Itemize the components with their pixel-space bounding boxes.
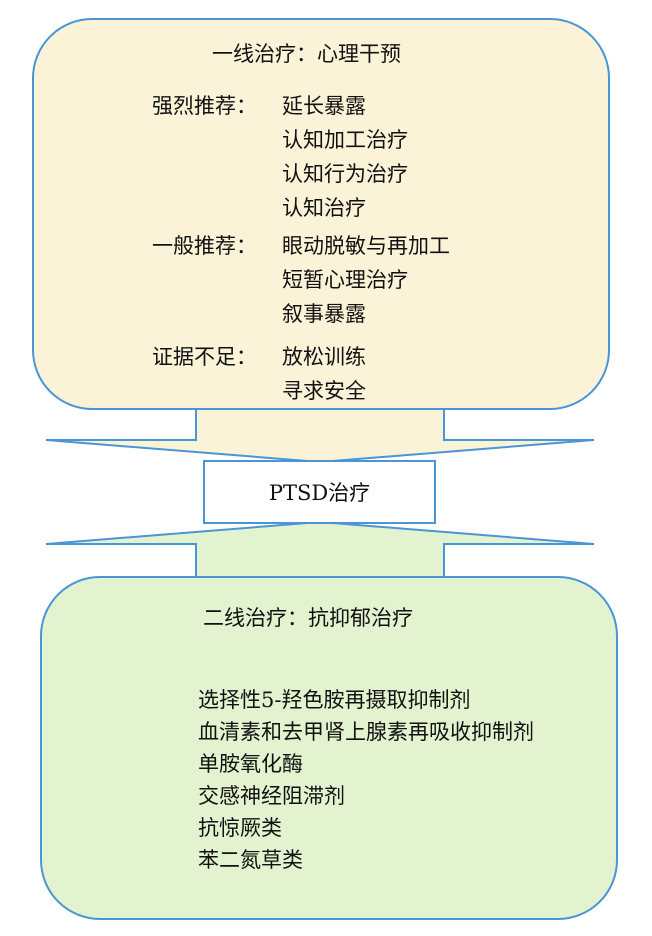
list-item: 选择性5-羟色胺再摄取抑制剂: [198, 688, 471, 712]
insufficient-evidence-list: 放松训练 寻求安全: [282, 344, 366, 412]
list-item: 眼动脱敏与再加工: [282, 234, 450, 258]
list-item: 交感神经阻滞剂: [198, 784, 345, 808]
first-line-box: 一线治疗：心理干预 强烈推荐： 延长暴露 认知加工治疗 认知行为治疗 认知治疗 …: [32, 18, 610, 410]
list-item: 抗惊厥类: [198, 816, 282, 840]
list-item: 短暂心理治疗: [282, 268, 408, 292]
second-line-drug-list: 选择性5-羟色胺再摄取抑制剂 血清素和去甲肾上腺素再吸收抑制剂 单胺氧化酶 交感…: [198, 687, 534, 879]
strong-recommendation-list: 延长暴露 认知加工治疗 认知行为治疗 认知治疗: [282, 93, 408, 229]
list-item: 放松训练: [282, 345, 366, 369]
insufficient-evidence-label: 证据不足：: [152, 345, 257, 369]
general-recommendation-list: 眼动脱敏与再加工 短暂心理治疗 叙事暴露: [282, 233, 450, 335]
list-item: 单胺氧化酶: [198, 752, 303, 776]
list-item: 认知治疗: [282, 196, 366, 220]
list-item: 认知加工治疗: [282, 128, 408, 152]
first-line-title: 一线治疗：心理干预: [212, 42, 401, 66]
ptsd-treatment-label: PTSD治疗: [268, 481, 371, 505]
list-item: 苯二氮草类: [198, 848, 303, 872]
list-item: 叙事暴露: [282, 302, 366, 326]
list-item: 寻求安全: [282, 379, 366, 403]
list-item: 认知行为治疗: [282, 162, 408, 186]
second-line-title: 二线治疗：抗抑郁治疗: [203, 606, 413, 630]
list-item: 血清素和去甲肾上腺素再吸收抑制剂: [198, 720, 534, 744]
ptsd-treatment-box: PTSD治疗: [203, 460, 436, 524]
strong-recommendation-label: 强烈推荐：: [152, 94, 257, 118]
list-item: 延长暴露: [282, 94, 366, 118]
general-recommendation-label: 一般推荐：: [152, 234, 257, 258]
second-line-box: 二线治疗：抗抑郁治疗: [40, 576, 618, 920]
